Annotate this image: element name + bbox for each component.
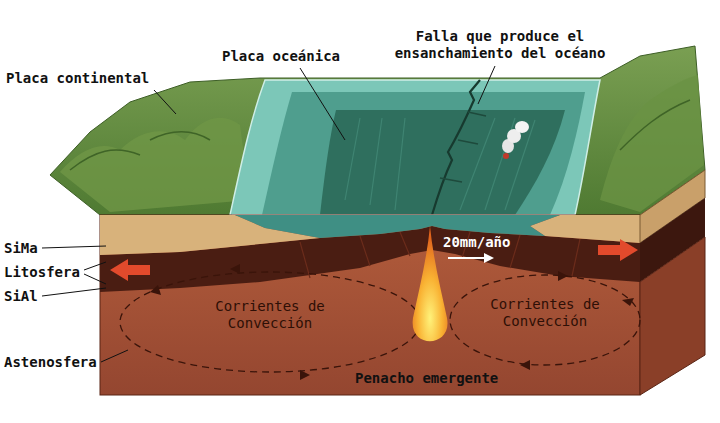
volcano-smoke (503, 153, 509, 159)
side-cross-section (640, 170, 705, 395)
spreading-rate-arrow (448, 257, 486, 259)
ocean-surface (230, 80, 600, 215)
rising-plume (413, 226, 448, 341)
front-cross-section (235, 215, 560, 238)
ocean-surface (432, 80, 480, 215)
rate-label: 20mm/año (443, 234, 510, 251)
current-label: Corrientes de Convección (205, 298, 335, 332)
ocean-surface (440, 112, 486, 182)
volcano-smoke (515, 121, 529, 133)
convection-arrowhead (622, 298, 634, 306)
side-cross-section (640, 237, 705, 395)
front-cross-section (300, 232, 580, 278)
ocean-surface (345, 118, 535, 210)
leader-line (101, 350, 128, 362)
plate-motion-arrow (598, 239, 638, 261)
leader-line (42, 246, 106, 248)
leader-line (84, 274, 106, 284)
spreading-rate-arrow (448, 253, 494, 263)
convection-loop (450, 275, 640, 365)
leader-line (300, 68, 345, 140)
convection-arrowhead (300, 370, 310, 380)
plate-motion-arrow (110, 259, 150, 281)
ocean-surface (320, 110, 565, 215)
convection-arrowhead (520, 360, 530, 370)
leader-line (42, 288, 106, 296)
layer-label: Astenosfera (4, 354, 97, 371)
plate-label: Placa continental (6, 70, 149, 87)
convection-loop (120, 272, 640, 372)
leader-line (42, 66, 495, 362)
land-surface (60, 118, 250, 212)
layer-label: Litosfera (4, 264, 80, 281)
leader-line (154, 90, 176, 114)
ocean-surface (230, 80, 600, 215)
volcano-smoke (502, 121, 529, 159)
convection-arrowhead (558, 271, 568, 281)
front-cross-section (100, 215, 640, 395)
fault-label: Falla que produce el ensanchamiento del … (387, 28, 613, 62)
convection-arrowhead (230, 264, 240, 274)
convection-arrowhead (150, 285, 161, 295)
leader-line (84, 262, 106, 270)
convection-loop (120, 272, 420, 372)
ocean-surface (262, 92, 585, 215)
plate-motion-arrow (110, 239, 638, 281)
layer-label: SiAl (4, 288, 38, 305)
convection-arrowhead (150, 264, 634, 380)
plate-label: Placa oceánica (222, 48, 340, 65)
current-label: Corrientes de Convección (480, 296, 610, 330)
layer-label: SiMa (4, 240, 38, 257)
plume-label: Penacho emergente (355, 370, 498, 387)
leader-line (478, 66, 495, 104)
rising-plume (413, 226, 448, 341)
front-cross-section (100, 215, 640, 395)
spreading-rate-arrow (484, 253, 494, 263)
